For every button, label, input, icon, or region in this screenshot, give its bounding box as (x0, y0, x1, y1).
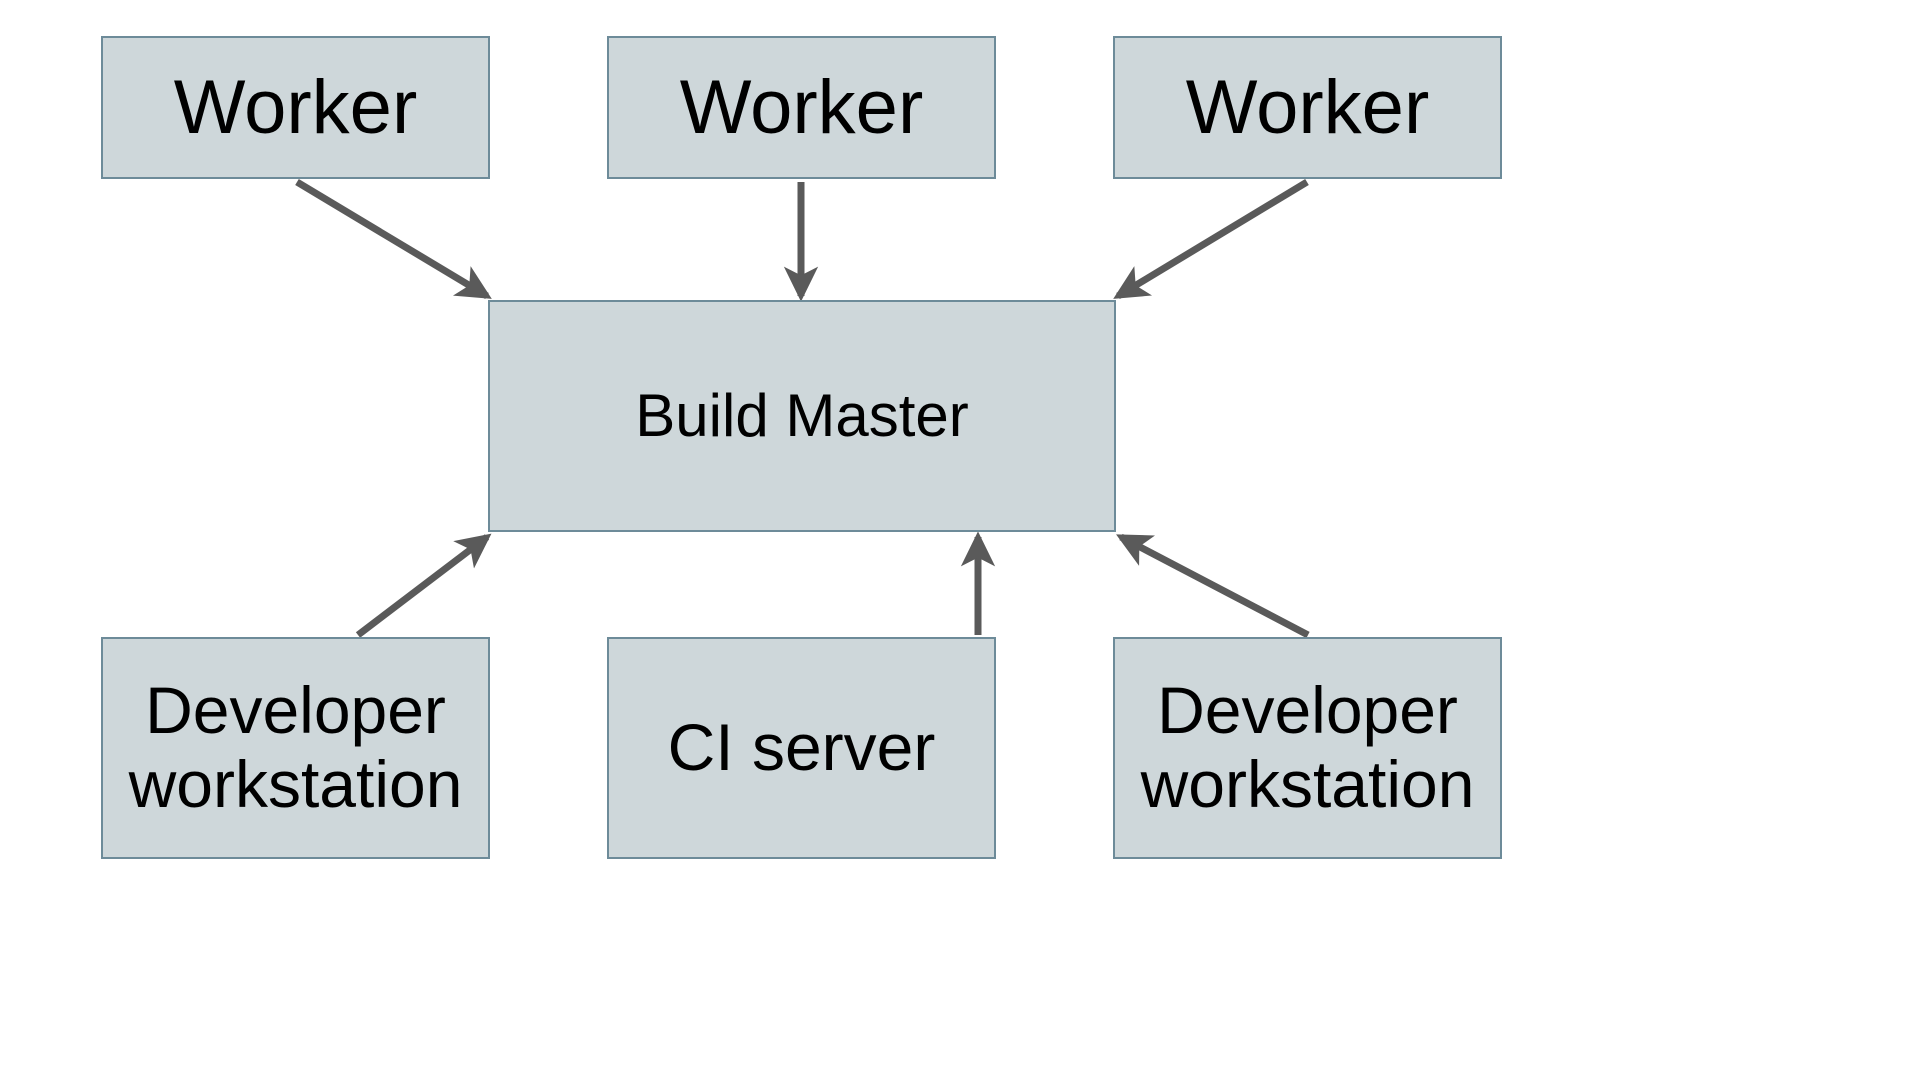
node-build-master-label: Build Master (635, 382, 969, 450)
node-developer-workstation-left[interactable]: Developer workstation (101, 637, 490, 859)
node-worker-left[interactable]: Worker (101, 36, 490, 179)
node-worker-left-label: Worker (173, 64, 418, 150)
node-worker-right[interactable]: Worker (1113, 36, 1502, 179)
node-worker-center[interactable]: Worker (607, 36, 996, 179)
node-ci-server[interactable]: CI server (607, 637, 996, 859)
node-developer-workstation-left-label: Developer workstation (128, 673, 463, 821)
edge-worker-left-to-master (295, 178, 492, 300)
node-developer-workstation-right[interactable]: Developer workstation (1113, 637, 1502, 859)
node-build-master[interactable]: Build Master (488, 300, 1116, 532)
node-worker-right-label: Worker (1185, 64, 1430, 150)
node-ci-server-label: CI server (667, 710, 936, 785)
edge-worker-right-to-master (1113, 179, 1309, 299)
node-worker-center-label: Worker (679, 64, 924, 150)
edge-dev-left-to-master (355, 533, 492, 638)
node-developer-workstation-right-label: Developer workstation (1140, 673, 1475, 821)
edge-dev-right-to-master (1116, 533, 1310, 639)
